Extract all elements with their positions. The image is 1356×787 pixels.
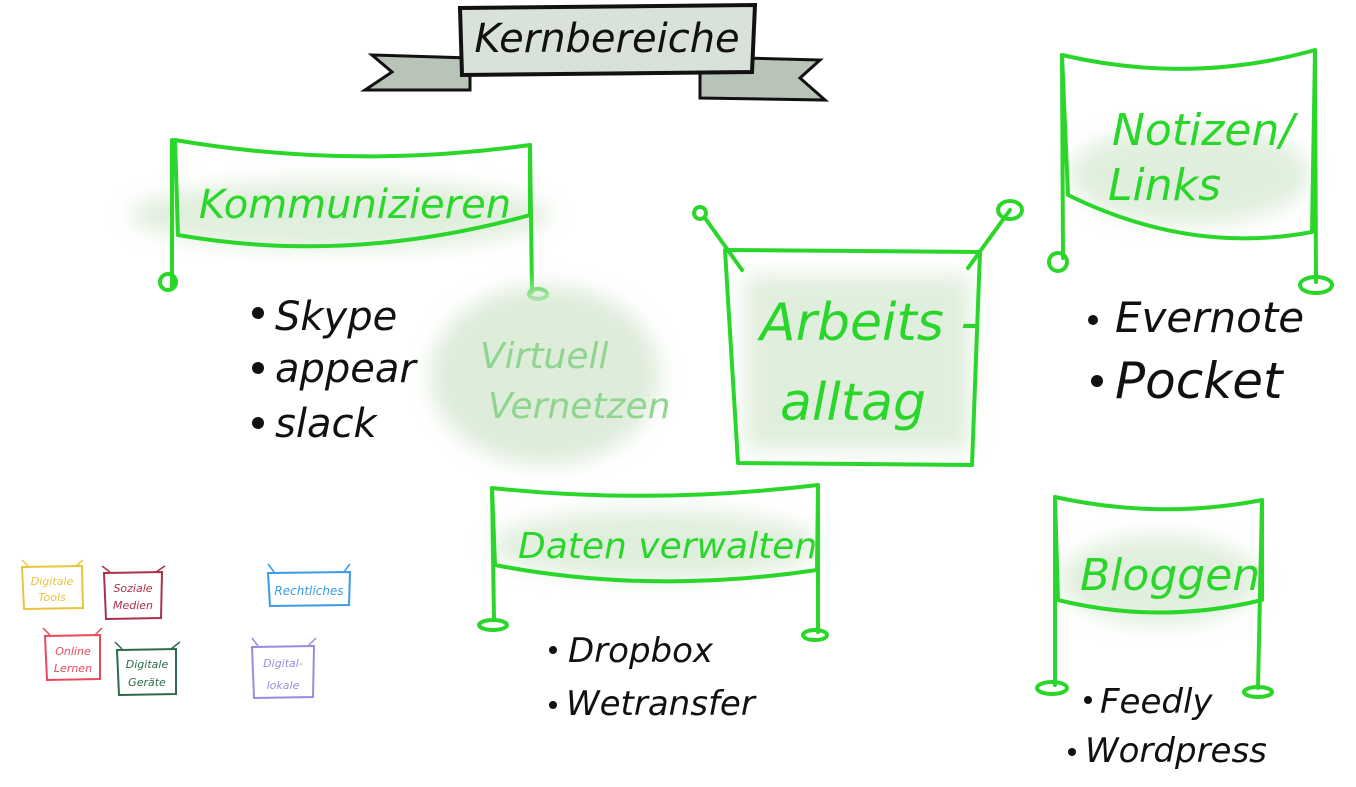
thumb-line1: Soziale <box>113 582 152 595</box>
bullet <box>252 362 264 374</box>
thumb-line1: Digital- <box>263 657 303 670</box>
bloggen-label: Bloggen <box>1080 550 1260 601</box>
thumb-digitale-tools[interactable]: Digitale Tools <box>20 559 85 611</box>
notizen-banner: Notizen/ Links <box>1047 48 1334 295</box>
bullet <box>1091 375 1103 387</box>
kommunizieren-list: Skype appear slack <box>252 294 418 447</box>
list-item: Dropbox <box>568 631 714 671</box>
kommunizieren-label: Kommunizieren <box>199 182 511 228</box>
virtuell-vernetzen-block: Virtuell Vernetzen <box>430 285 670 465</box>
arbeitsalltag-sign: Arbeits - alltag <box>692 199 1024 467</box>
bloggen-list: Feedly Wordpress <box>1068 682 1267 771</box>
title-ribbon: Kernbereiche <box>360 2 830 102</box>
list-item: Wordpress <box>1085 731 1267 771</box>
thumb-online-lernen[interactable]: Online Lernen <box>42 627 103 682</box>
list-item: appear <box>275 346 418 392</box>
bullet <box>549 646 557 654</box>
list-item: Feedly <box>1100 682 1213 722</box>
thumb-line1: Rechtliches <box>274 584 343 598</box>
bullet <box>1084 696 1092 704</box>
bullet <box>252 417 264 429</box>
list-item: Evernote <box>1115 293 1304 342</box>
thumb-line1: Online <box>55 645 91 658</box>
arbeitsalltag-line1: Arbeits - <box>757 293 979 353</box>
thumb-rechtliches[interactable]: Rechtliches <box>266 563 352 608</box>
virtuell-line1: Virtuell <box>480 336 609 377</box>
list-item: Wetransfer <box>566 684 757 724</box>
bullet <box>1088 315 1098 325</box>
page-title: Kernbereiche <box>474 16 739 62</box>
daten-banner: Daten verwalten <box>477 483 829 642</box>
thumb-line2: lokale <box>267 679 300 692</box>
notizen-list: Evernote Pocket <box>1088 293 1304 410</box>
list-item: Pocket <box>1115 352 1285 410</box>
thumb-line2: Tools <box>38 591 66 604</box>
thumb-digitale-geraete[interactable]: Digitale Geräte <box>114 641 181 697</box>
notizen-line1: Notizen/ <box>1112 105 1298 156</box>
thumb-line2: Lernen <box>54 662 92 675</box>
bloggen-banner: Bloggen <box>1035 495 1274 699</box>
list-item: slack <box>275 401 378 447</box>
bullet <box>1068 748 1076 756</box>
thumb-line1: Digitale <box>126 658 169 671</box>
thumb-soziale-medien[interactable]: Soziale Medien <box>101 565 166 621</box>
thumb-digital-lokale[interactable]: Digital- lokale <box>250 637 317 700</box>
daten-label: Daten verwalten <box>518 526 817 567</box>
thumb-line2: Medien <box>113 599 153 612</box>
bullet <box>252 307 264 319</box>
notizen-line2: Links <box>1108 160 1221 211</box>
thumb-line2: Geräte <box>128 676 166 689</box>
kommunizieren-banner: Kommunizieren <box>130 138 550 301</box>
virtuell-line2: Vernetzen <box>488 386 670 427</box>
daten-list: Dropbox Wetransfer <box>549 631 757 724</box>
list-item: Skype <box>275 294 397 340</box>
thumb-line1: Digitale <box>31 575 74 588</box>
arbeitsalltag-line2: alltag <box>780 373 926 433</box>
bullet <box>549 701 557 709</box>
